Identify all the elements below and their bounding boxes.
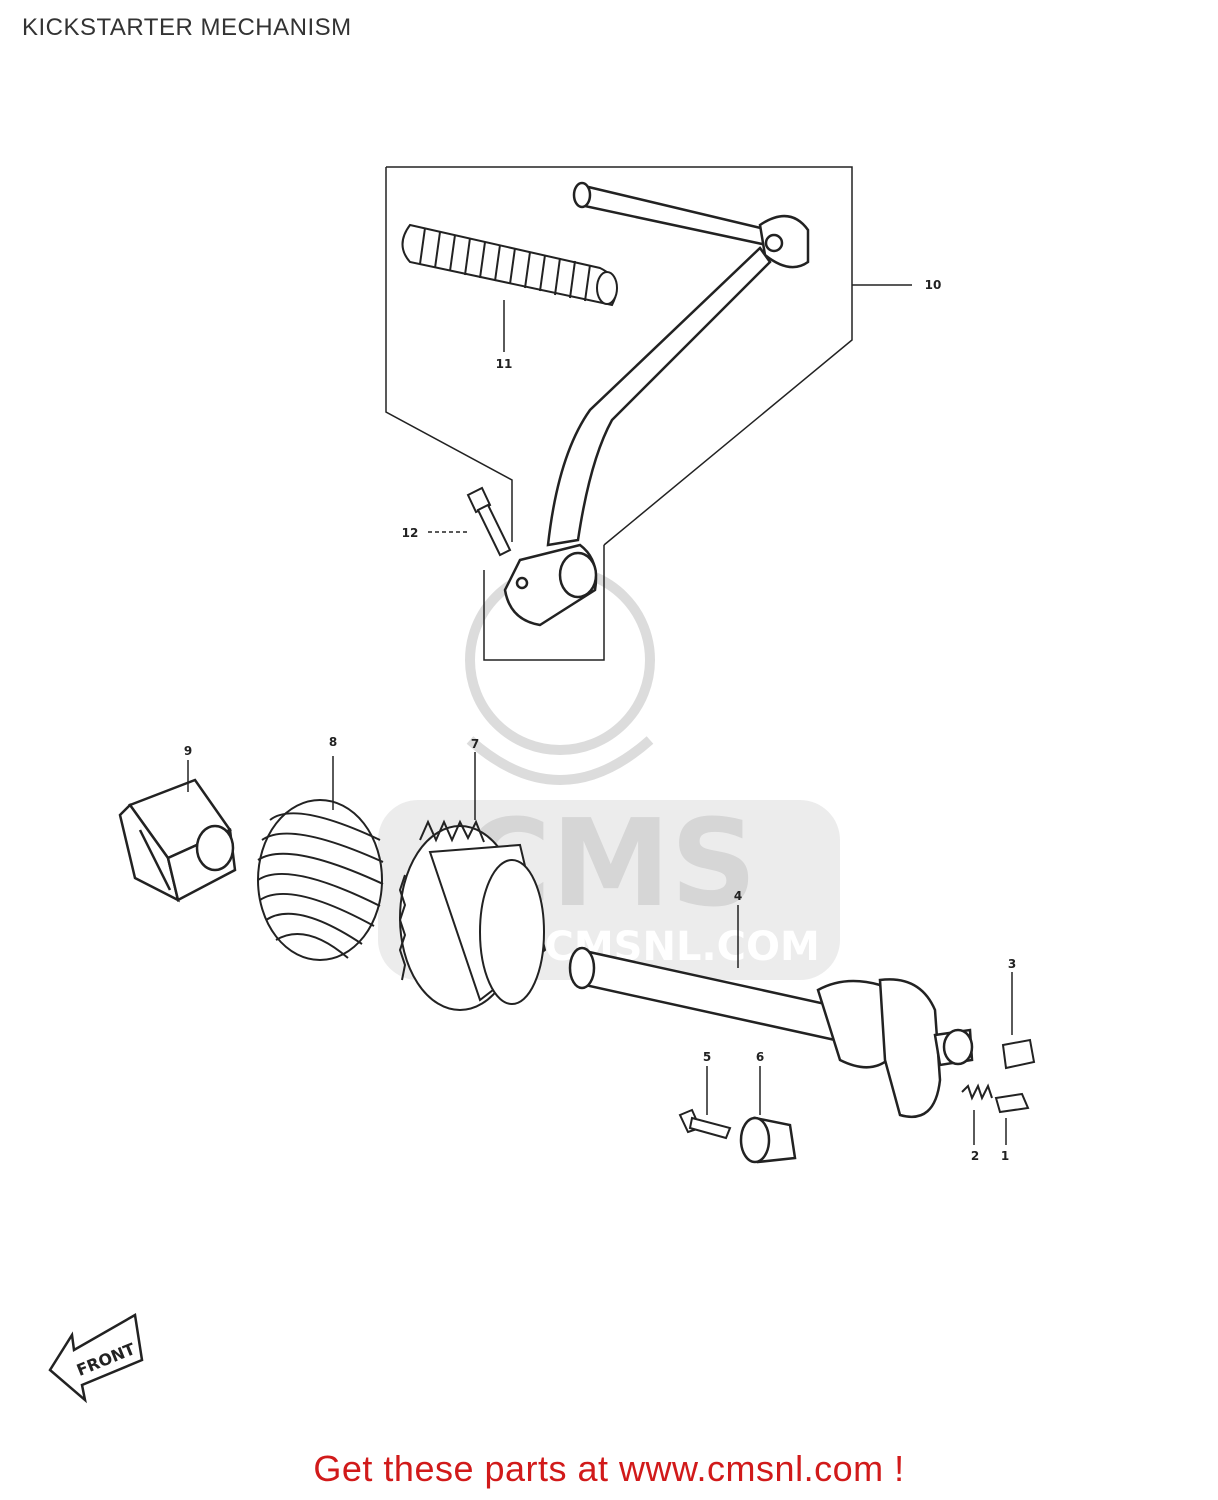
buy-parts-cta[interactable]: Get these parts at www.cmsnl.com ! <box>313 1448 905 1489</box>
assembly-bracket <box>385 166 912 661</box>
part-label-8: 8 <box>329 735 337 749</box>
part-label-2: 2 <box>971 1149 979 1163</box>
spring-guide-bushing <box>118 778 237 903</box>
kick-spring <box>257 799 384 961</box>
ratchet-spring <box>961 1083 993 1101</box>
kick-gear <box>398 819 547 1011</box>
part-label-10: 10 <box>925 278 942 292</box>
page-title: KICKSTARTER MECHANISM <box>22 14 352 41</box>
stopper-collar <box>739 1116 797 1164</box>
kick-shaft <box>568 946 974 1118</box>
part-label-11: 11 <box>496 357 513 371</box>
front-direction-arrow <box>48 1313 144 1404</box>
part-label-7: 7 <box>471 737 479 751</box>
part-label-5: 5 <box>703 1050 711 1064</box>
stopper-bolt <box>678 1108 732 1140</box>
part-label-3: 3 <box>1008 957 1016 971</box>
part-label-12: 12 <box>402 526 419 540</box>
pin-cap <box>1001 1038 1036 1070</box>
ratchet-pin <box>994 1092 1030 1114</box>
pinch-bolt <box>466 486 512 557</box>
kick-pedal-rubber <box>401 223 618 307</box>
part-label-4: 4 <box>734 889 742 903</box>
part-label-6: 6 <box>756 1050 764 1064</box>
part-label-1: 1 <box>1001 1149 1009 1163</box>
part-label-9: 9 <box>184 744 192 758</box>
kick-pedal-arm <box>503 181 810 627</box>
